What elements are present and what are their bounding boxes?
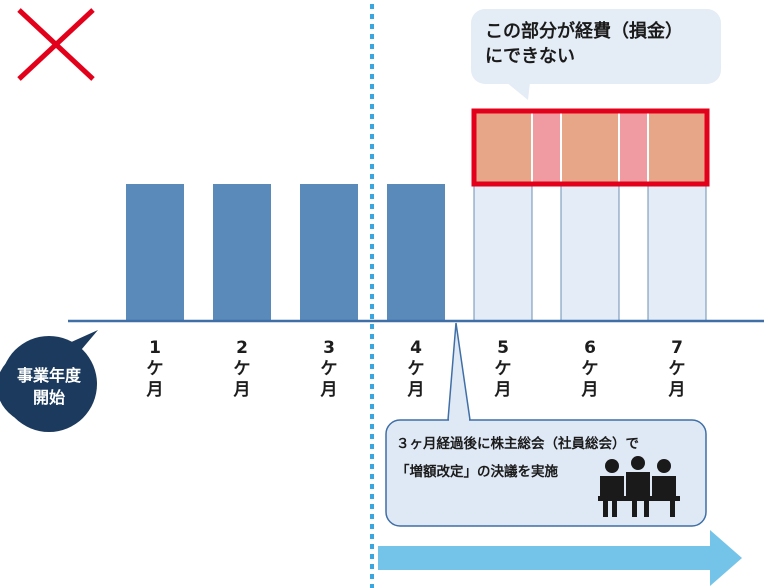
paid-bar-month-3	[300, 184, 358, 321]
non-deductible-month-6	[561, 113, 619, 184]
callout-bottom-line2: 「増額改定」の決議を実施	[396, 464, 558, 480]
increased-bar-month-7	[647, 183, 707, 322]
top-callout-pointer	[506, 82, 530, 100]
callout-bottom-line1: ３ヶ月経過後に株主総会（社員総会）で	[396, 436, 639, 452]
cross-icon	[17, 8, 95, 81]
non-deductible-callout: この部分が経費（損金） にできない	[471, 9, 721, 84]
fiscal-start-label: 事業年度 開始	[0, 365, 98, 409]
non-deductible-month-5	[474, 113, 532, 184]
fiscal-start-line1: 事業年度	[16, 366, 81, 385]
paid-bar-month-4	[387, 184, 445, 321]
non-deductible-gap-5-6	[532, 113, 561, 184]
non-deductible-gap-6-7	[619, 113, 648, 184]
increased-bar-month-6	[560, 183, 620, 322]
paid-bar-month-2	[213, 184, 271, 321]
fiscal-start-bubble	[0, 330, 98, 432]
timeline-arrow-icon	[378, 530, 742, 586]
meeting-people-icon	[598, 456, 680, 517]
shareholder-meeting-note: ３ヶ月経過後に株主総会（社員総会）で 「増額改定」の決議を実施	[396, 430, 706, 486]
paid-bar-month-1	[126, 184, 184, 321]
non-deductible-highlight-frame	[471, 108, 710, 187]
increased-bar-month-5	[473, 183, 533, 322]
callout-top-line2: にできない	[485, 46, 575, 67]
callout-top-line1: この部分が経費（損金）	[485, 21, 683, 42]
fiscal-start-line2: 開始	[32, 388, 65, 407]
non-deductible-month-7	[648, 113, 706, 184]
